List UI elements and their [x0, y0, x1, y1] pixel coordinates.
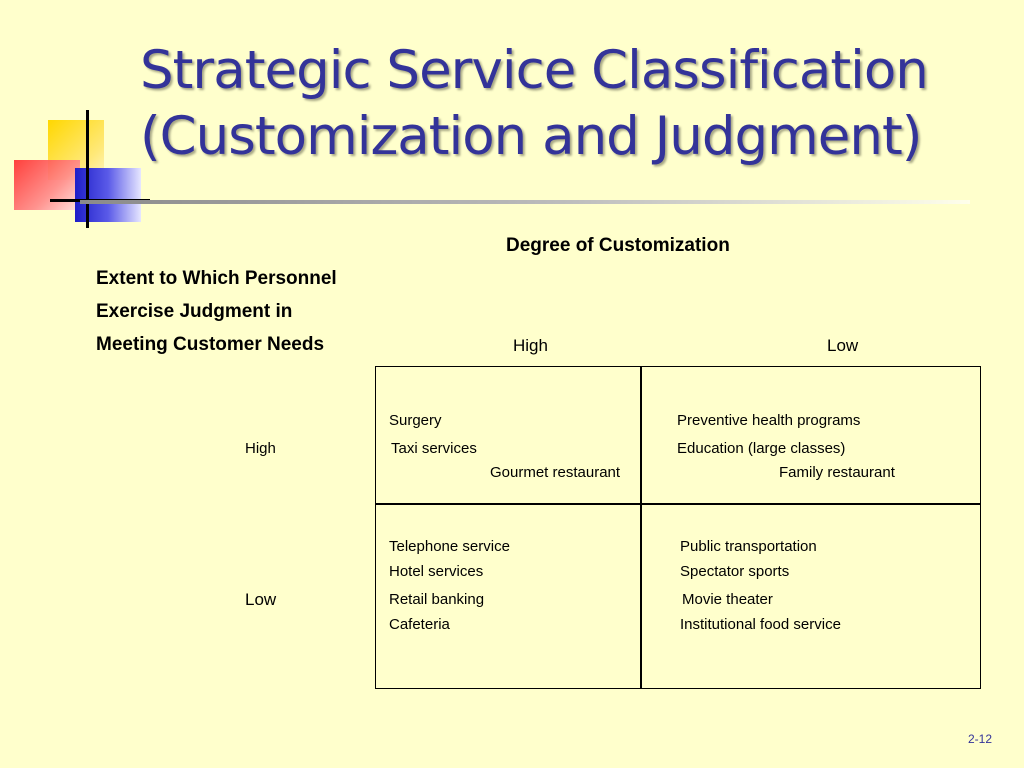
cell-low-high-item: Hotel services — [389, 563, 484, 580]
row-axis-label-line-3: Meeting Customer Needs — [96, 334, 325, 355]
column-level-high: High — [513, 336, 548, 355]
title-line-2: (Customization and Judgment) — [140, 106, 922, 167]
cell-high-low-item: Education (large classes) — [677, 440, 846, 457]
cell-high-low-item: Preventive health programs — [677, 412, 861, 429]
cell-high-low-item: Family restaurant — [779, 464, 895, 481]
cell-low-high-item: Telephone service — [389, 538, 510, 555]
cell-low-high-item: Cafeteria — [389, 616, 450, 633]
title-divider — [80, 200, 970, 204]
cell-high-high-item: Surgery — [389, 412, 442, 429]
cell-low-high-item: Retail banking — [389, 591, 485, 608]
cell-high-high-item: Gourmet restaurant — [490, 464, 621, 481]
cell-low-low-item: Public transportation — [680, 538, 817, 555]
row-axis-label-line-2: Exercise Judgment in — [96, 301, 293, 322]
column-axis-label: Degree of Customization — [506, 235, 730, 256]
logo-blue-square — [75, 168, 141, 222]
logo-squares-icon — [0, 0, 150, 235]
row-level-high: High — [245, 440, 276, 457]
cell-low-low-item: Institutional food service — [680, 616, 841, 633]
title-line-1: Strategic Service Classification — [140, 40, 929, 101]
logo-vertical-line — [86, 110, 89, 228]
slide-number: 2-12 — [968, 732, 993, 746]
cell-low-low-item: Movie theater — [682, 591, 773, 608]
cell-low-low-item: Spectator sports — [680, 563, 790, 580]
logo-red-square — [14, 160, 80, 210]
row-axis-label-line-1: Extent to Which Personnel — [96, 268, 337, 289]
cell-high-high-item: Taxi services — [391, 440, 477, 457]
row-level-low: Low — [245, 590, 277, 609]
matrix-vertical-divider — [640, 367, 642, 688]
classification-matrix — [375, 366, 981, 689]
slide-title: Strategic Service Classification (Custom… — [140, 38, 1010, 170]
column-level-low: Low — [827, 336, 859, 355]
matrix-horizontal-divider — [376, 503, 980, 505]
